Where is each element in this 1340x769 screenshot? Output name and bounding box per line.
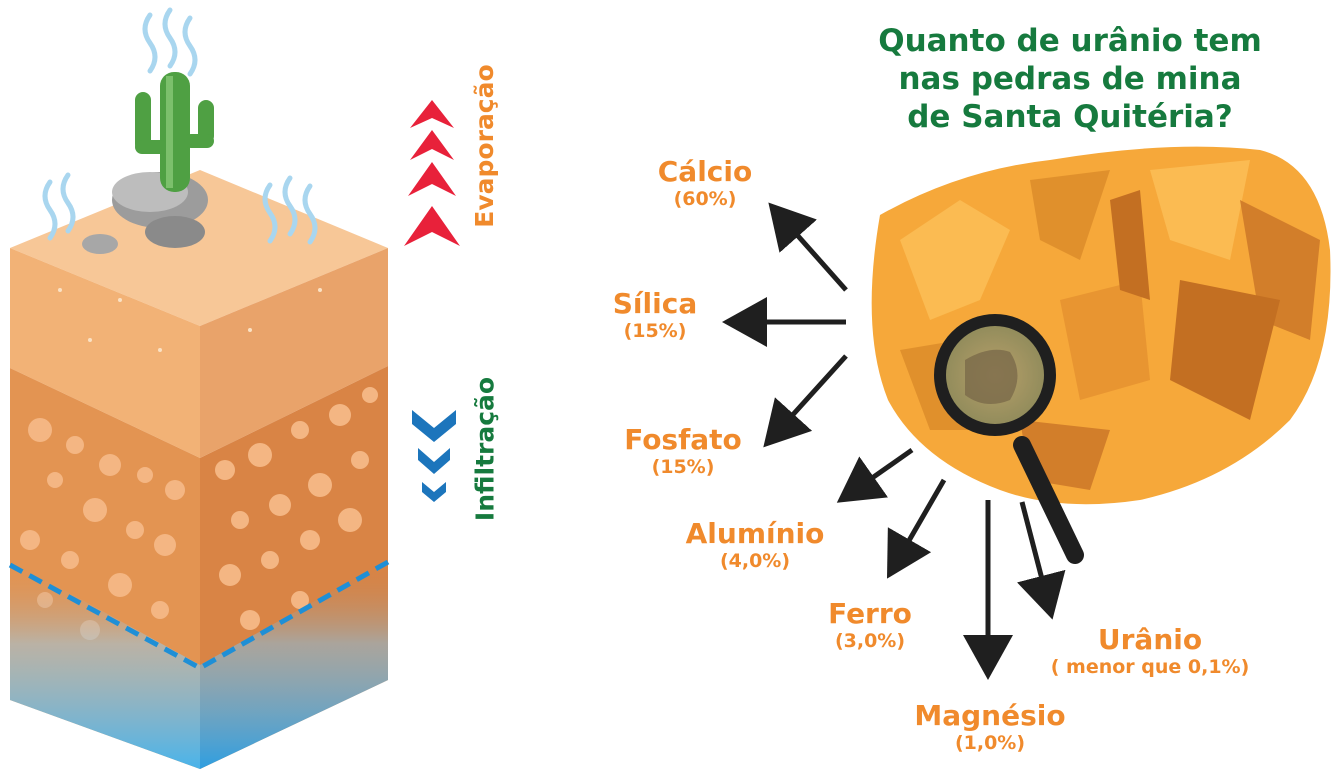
mineral-ferro: Ferro (3,0%) xyxy=(805,597,935,653)
water-table-line xyxy=(8,559,390,671)
mineral-arrows xyxy=(722,202,1066,680)
infiltration-arrows-icon xyxy=(412,410,456,502)
mineral-name: Sílica xyxy=(612,287,698,320)
title-line-2: nas pedras de mina xyxy=(898,61,1242,97)
arrow-ferro xyxy=(886,478,947,579)
mineral-name: Fosfato xyxy=(624,423,742,456)
soil-layer-1-front xyxy=(10,248,200,458)
groundwater-side xyxy=(200,560,388,769)
heat-waves-icon xyxy=(42,7,318,245)
soil-block xyxy=(8,170,390,769)
title-line-3: de Santa Quitéria? xyxy=(907,99,1233,135)
arrow-aluminio xyxy=(836,447,914,503)
cactus-icon xyxy=(135,72,214,192)
title-line-1: Quanto de urânio tem xyxy=(878,23,1262,59)
mineral-percent: (1,0%) xyxy=(954,732,1026,754)
mineral-silica: Sílica (15%) xyxy=(590,287,720,343)
mineral-name: Ferro xyxy=(828,597,912,630)
mineral-percent: (4,0%) xyxy=(719,550,791,572)
evaporation-label: Evaporação xyxy=(470,64,499,228)
mineral-calcio: Cálcio (60%) xyxy=(640,155,770,211)
diagram-title: Quanto de urânio tem nas pedras de mina … xyxy=(860,22,1280,136)
groundwater-front xyxy=(10,560,200,769)
rock-pores xyxy=(20,387,378,640)
mineral-uranio: Urânio ( menor que 0,1%) xyxy=(1030,623,1270,679)
mineral-aluminio: Alumínio (4,0%) xyxy=(670,517,840,573)
infiltration-label: Infiltração xyxy=(470,376,500,522)
arrow-fosfato xyxy=(763,354,848,448)
mineral-percent: ( menor que 0,1%) xyxy=(1050,656,1250,678)
soil-layer-1-side xyxy=(200,248,388,458)
magnifying-glass-icon xyxy=(934,314,1084,564)
arrow-uranio xyxy=(1017,501,1066,620)
mineral-magnesio: Magnésio (1,0%) xyxy=(895,699,1085,755)
mineral-percent: (60%) xyxy=(673,188,737,210)
mineral-name: Urânio xyxy=(1097,623,1203,656)
mineral-percent: (3,0%) xyxy=(834,630,906,652)
ore-rock xyxy=(871,146,1331,505)
mineral-name: Cálcio xyxy=(657,155,753,188)
mineral-name: Magnésio xyxy=(914,699,1066,732)
mineral-fosfato: Fosfato (15%) xyxy=(608,423,758,479)
mineral-percent: (15%) xyxy=(623,320,687,342)
mineral-name: Alumínio xyxy=(685,517,825,550)
evaporation-arrows-icon xyxy=(404,100,460,246)
arrow-calcio xyxy=(768,202,848,292)
mineral-percent: (15%) xyxy=(651,456,715,478)
